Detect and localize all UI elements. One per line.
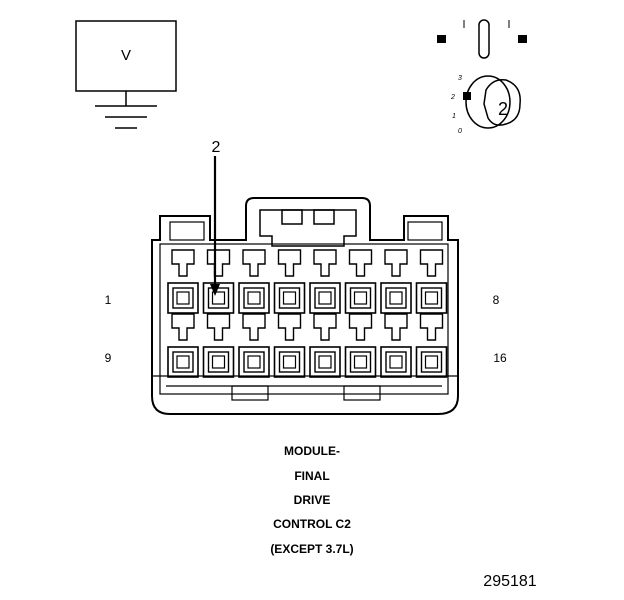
pin-cavity-12 [273,313,306,378]
probe-pin-label: 2 [212,139,221,156]
pin-cavity-2 [202,249,235,314]
pin-label-16: 16 [493,351,507,365]
pin-cavity-3 [238,249,270,314]
key-position-3: 3 [458,75,462,82]
probe-arrow [210,156,220,296]
pin-cavity-10 [202,313,235,378]
pin-label-1: 1 [105,293,112,307]
key-position-0: 0 [458,128,462,135]
pin-cavity-16 [415,313,448,378]
figure-number: 295181 [483,573,536,590]
connector-caption-line-1: MODULE- [284,444,340,458]
voltmeter [75,20,177,129]
pin-cavity-4 [273,249,306,314]
pin-label-8: 8 [493,293,500,307]
pin-cavity-9 [167,313,199,378]
key-position-1: 1 [452,113,456,120]
key-selected-position: 2 [498,99,508,119]
pin-cavity-1 [167,249,199,314]
pin-cavity-13 [309,313,341,378]
pin-cavity-15 [380,313,412,378]
voltmeter-symbol: V [121,47,131,64]
connector-caption-line-5: (EXCEPT 3.7L) [270,542,354,556]
connector-caption-line-3: DRIVE [293,493,331,507]
pin-cavity-7 [380,249,412,314]
connector-caption-line-2: FINAL [294,469,330,483]
pin-cavity-11 [238,313,270,378]
ignition-key-icon [437,19,527,129]
pin-cavity-14 [344,313,377,378]
pin-label-9: 9 [105,351,112,365]
pin-cavity-8 [415,249,448,314]
connector-pins [167,249,448,378]
pin-cavity-5 [309,249,341,314]
connector-caption-line-4: CONTROL C2 [273,517,351,531]
pin-cavity-6 [344,249,377,314]
key-position-2: 2 [450,94,455,101]
